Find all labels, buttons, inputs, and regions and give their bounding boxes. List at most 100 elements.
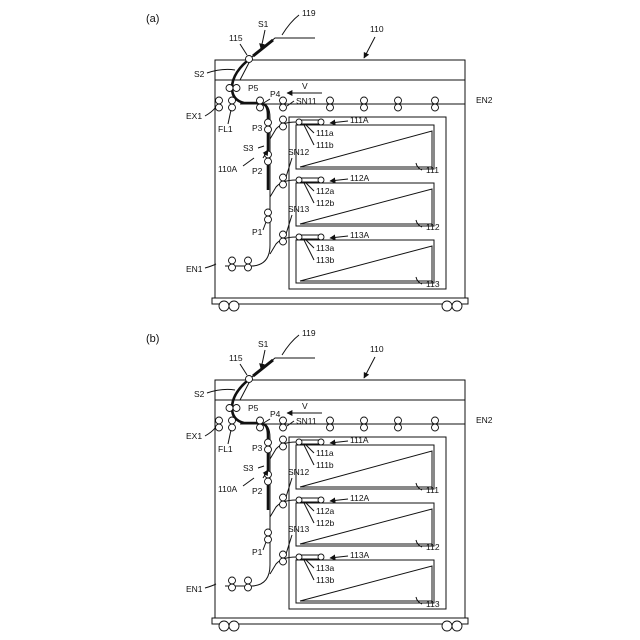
manual-feed-stack	[253, 40, 273, 56]
roller-pair-en1-1-bottom	[229, 264, 236, 271]
label-113a: 113a	[316, 563, 335, 573]
sheet-path-s3	[262, 424, 268, 510]
label-s1: S1	[258, 19, 269, 29]
panel-label: (a)	[146, 13, 159, 25]
roller-pair-en2-3-top	[361, 417, 368, 424]
leader-s2	[207, 389, 235, 393]
pickup-roller-icon	[318, 439, 324, 445]
label-113a: 113a	[316, 243, 335, 253]
label-tray-112: 112	[426, 222, 440, 232]
panel: (b)119110115S1S2EX1FL1EN2P5P4VSN11P3P2P1…	[146, 328, 493, 631]
arrow-110	[364, 37, 375, 58]
roller-pair-en2-1-bottom	[280, 424, 287, 431]
leader-ex1	[205, 428, 215, 436]
roller-pair-en2-5-bottom	[432, 424, 439, 431]
arrow-tray-a	[330, 441, 348, 443]
roller-pair-en1-2-top	[245, 577, 252, 584]
pickup-roller-icon	[296, 177, 302, 183]
roller-pair-p3-top	[265, 439, 272, 446]
arrow-tray-a	[330, 121, 348, 123]
roller-pair-p3-bottom	[265, 446, 272, 453]
roller-pair-tray-feed-top	[280, 436, 287, 443]
ref-115: 115	[229, 353, 243, 363]
panel-label: (b)	[146, 333, 159, 345]
label-ex1: EX1	[186, 431, 202, 441]
roller-pair-ex1-bottom	[216, 104, 223, 111]
caster-icon	[452, 301, 462, 311]
roller-pair-en1-2-bottom	[245, 584, 252, 591]
label-sn12: SN12	[288, 467, 310, 477]
label-s1: S1	[258, 339, 269, 349]
pickup-roller-icon	[318, 177, 324, 183]
label-tray-113: 113	[426, 599, 440, 609]
roller-pair-tray-feed-top	[280, 116, 287, 123]
label-113A: 113A	[350, 550, 370, 560]
apparatus-housing	[215, 380, 465, 618]
label-s3: S3	[243, 463, 254, 473]
roller-pair-tray-feed-bottom	[280, 238, 287, 245]
tray-111: 111A111a111b111	[270, 115, 439, 175]
label-s2: S2	[194, 69, 205, 79]
roller-pair-fl1	[229, 97, 236, 111]
leader-115	[240, 364, 247, 375]
ref-119: 119	[302, 328, 316, 338]
label-p2: P2	[252, 486, 263, 496]
label-fl1: FL1	[218, 444, 233, 454]
label-111b: 111b	[316, 140, 334, 150]
label-tray-113: 113	[426, 279, 440, 289]
roller-pair-tray-feed-bottom	[280, 558, 287, 565]
leader-110a	[243, 158, 254, 166]
roller-pair-p2-bottom	[265, 478, 272, 485]
roller-pair-en1-1-bottom	[229, 584, 236, 591]
roller-pair-fl1-top	[229, 97, 236, 104]
label-111a: 111a	[316, 128, 334, 138]
label-112A: 112A	[350, 493, 370, 503]
caster-icon	[219, 301, 229, 311]
manual-feed-stack	[253, 360, 273, 376]
leader-en1	[205, 264, 216, 268]
roller-pair-en2-2-top	[327, 97, 334, 104]
roller-pair-en2-1-top	[280, 417, 287, 424]
label-tray-111: 111	[426, 165, 439, 175]
caster-icon	[452, 621, 462, 631]
roller-pair-en1-2	[245, 577, 252, 591]
roller-pair-en1-1-top	[229, 257, 236, 264]
label-p1: P1	[252, 547, 263, 557]
label-sn13: SN13	[288, 524, 310, 534]
roller-pair-fl1-bottom	[229, 104, 236, 111]
label-113b: 113b	[316, 575, 335, 585]
ref-110: 110	[370, 344, 384, 354]
roller-pair-en1-1-top	[229, 577, 236, 584]
roller-pair-fl1-bottom	[229, 424, 236, 431]
label-sn12: SN12	[288, 147, 310, 157]
roller-pair-en2-4-bottom	[395, 424, 402, 431]
caster-icon	[442, 301, 452, 311]
leader-119	[282, 335, 299, 355]
pickup-roller-icon	[296, 234, 302, 240]
roller-pair-en2-1-bottom	[280, 104, 287, 111]
leader-ex1	[205, 108, 215, 116]
tray-113: 113A 113a 113b 113 SN13	[270, 524, 440, 609]
pickup-roller-icon	[318, 119, 324, 125]
label-tray-111: 111	[426, 485, 439, 495]
arrow-tray-a	[330, 556, 348, 558]
roller-pair-tray-feed-bottom	[280, 501, 287, 508]
label-fl1: FL1	[218, 124, 233, 134]
pickup-roller-icon	[318, 497, 324, 503]
arrow-110	[364, 357, 375, 378]
roller-pair-en2-3-top	[361, 97, 368, 104]
panel: (a)119110115S1S2EX1FL1EN2P5P4VSN11P3P2P1…	[146, 8, 493, 311]
leader-115	[240, 44, 247, 55]
roller-pair-en1-2-bottom	[245, 264, 252, 271]
roller-pair-en2-3-bottom	[361, 104, 368, 111]
pickup-roller-icon	[296, 119, 302, 125]
leader-s3	[258, 146, 264, 148]
leader-119	[282, 15, 299, 35]
label-sn11: SN11	[296, 416, 317, 426]
label-p1: P1	[252, 227, 263, 237]
roller-pair-en1-2	[245, 257, 252, 271]
leader-p1	[263, 542, 266, 550]
label-tray-112: 112	[426, 542, 440, 552]
label-sn11: SN11	[296, 96, 317, 106]
